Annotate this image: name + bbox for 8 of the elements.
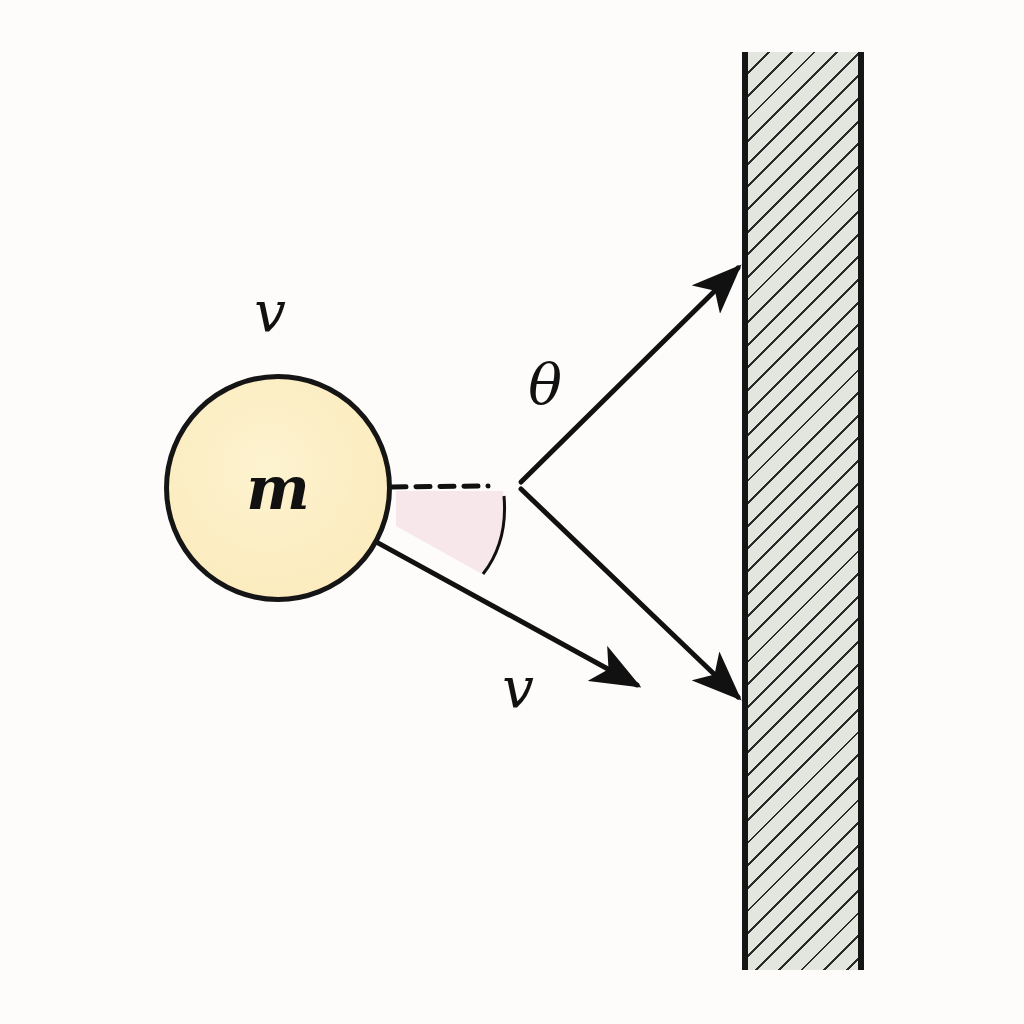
symbol-label: v — [502, 660, 534, 716]
mass-symbol: m — [246, 458, 310, 518]
arrow — [518, 264, 742, 485]
arrow — [518, 486, 742, 701]
arrow — [375, 540, 642, 688]
hatched-wall — [742, 52, 864, 970]
velocity-label: v — [254, 284, 286, 340]
symbol-label: θ — [528, 357, 562, 413]
